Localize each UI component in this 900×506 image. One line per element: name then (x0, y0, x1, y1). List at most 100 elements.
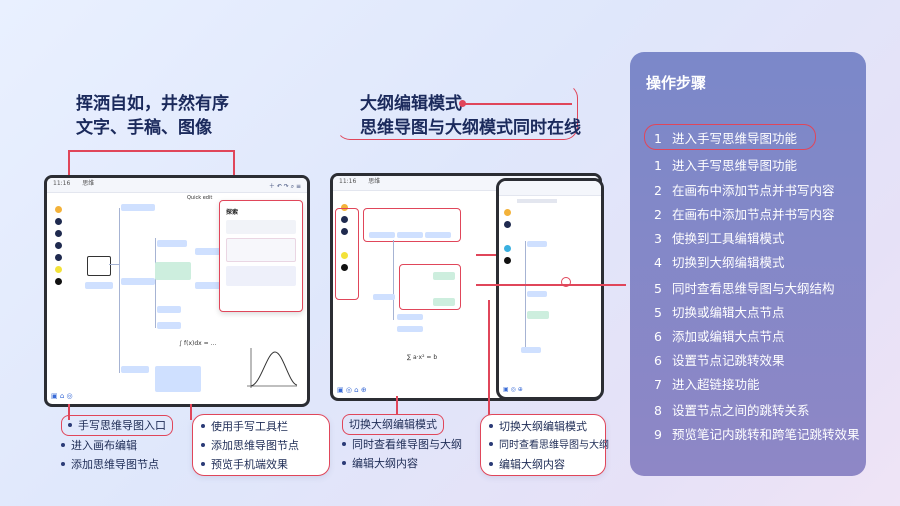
step-item[interactable]: 4 切换到大纲编辑模式 (654, 252, 785, 271)
shape-icon[interactable] (55, 230, 62, 237)
mindmap-node[interactable] (425, 232, 451, 238)
phone-status-bar (499, 181, 601, 196)
jump-marker-icon[interactable] (561, 277, 571, 287)
mindmap-node[interactable] (157, 240, 187, 247)
step-text: 设置节点记跳转效果 (672, 353, 785, 368)
lasso-icon[interactable] (55, 254, 62, 261)
color-yellow-icon[interactable] (341, 252, 348, 259)
step-number: 3 (654, 231, 662, 246)
step-item[interactable]: 6 设置节点记跳转效果 (654, 350, 785, 369)
callout-3-item-1: 切换大纲编辑模式 (349, 418, 437, 431)
pen-icon[interactable] (341, 204, 348, 211)
step-number: 8 (654, 403, 662, 418)
right-heading: 大纲编辑模式 思维导图与大纲模式同时在线 (360, 92, 581, 140)
tablet2-pen-toolbar[interactable] (339, 204, 351, 304)
bottom-toolbar[interactable]: ▣ ⌂ ◎ (51, 392, 73, 400)
mindmap-node[interactable] (397, 314, 423, 320)
mindmap-node[interactable] (527, 241, 547, 247)
step-number: 2 (654, 183, 662, 198)
eraser-icon[interactable] (341, 228, 348, 235)
left-heading: 挥洒自如，井然有序 文字、手稿、图像 (76, 92, 229, 140)
popup-title: 探索 (226, 209, 239, 216)
step-text: 在画布中添加节点并书写内容 (672, 207, 835, 222)
callout-1-item-2: 进入画布编辑 (71, 439, 137, 452)
tablet1-pen-toolbar[interactable] (53, 206, 65, 376)
tool-highlight (335, 208, 359, 300)
tablet2-time: 11:16 (339, 178, 357, 185)
popup-field[interactable] (226, 220, 296, 234)
callout-2-item-1: 使用手写工具栏 (211, 420, 288, 433)
pen-icon[interactable] (504, 209, 511, 216)
callout-4-item-3: 编辑大纲内容 (499, 458, 565, 471)
callout-4-item-1: 切换大纲编辑模式 (499, 420, 587, 433)
marker-icon[interactable] (341, 216, 348, 223)
mindmap-node[interactable] (369, 232, 395, 238)
mindmap-node[interactable] (121, 278, 155, 285)
step-text: 在画布中添加节点并书写内容 (672, 183, 835, 198)
steps-panel-title: 操作步骤 (646, 74, 707, 92)
mindmap-node[interactable] (397, 326, 423, 332)
mindmap-node-note[interactable] (155, 366, 201, 392)
marker-icon[interactable] (55, 218, 62, 225)
right-heading-frame (336, 84, 578, 140)
mindmap-node-green[interactable] (433, 272, 455, 280)
color-black-icon[interactable] (504, 257, 511, 264)
callout-2-item-2: 添加思维导图节点 (211, 439, 299, 452)
bottom-toolbar[interactable]: ▣ ◎ ⊕ (503, 386, 523, 393)
mindmap-node[interactable] (373, 294, 395, 300)
step-text: 设置节点之间的跳转关系 (672, 403, 810, 418)
step-number: 6 (654, 353, 662, 368)
mindmap-node[interactable] (157, 322, 181, 329)
popup-field[interactable] (226, 266, 296, 286)
tablet2-title: 思维 (368, 178, 381, 185)
marker-icon[interactable] (504, 221, 511, 228)
root-node[interactable] (87, 256, 111, 276)
mindmap-node[interactable] (121, 204, 155, 211)
color-blue-icon[interactable] (504, 245, 511, 252)
color-yellow-icon[interactable] (55, 266, 62, 273)
color-black-icon[interactable] (341, 264, 348, 271)
mindmap-node[interactable] (121, 366, 149, 373)
step-number: 1 (654, 158, 662, 173)
step-item[interactable]: 8 设置节点之间的跳转关系 (654, 400, 810, 419)
color-black-icon[interactable] (55, 278, 62, 285)
tablet1-title: 思维 (82, 180, 95, 187)
mindmap-node[interactable] (195, 248, 221, 255)
step-text: 切换到大纲编辑模式 (672, 255, 785, 270)
step-number: 4 (654, 255, 662, 270)
bottom-toolbar[interactable]: ▣ ◎ ⌂ ⊕ (337, 386, 367, 394)
mindmap-node-green[interactable] (155, 262, 191, 280)
popup-field[interactable] (226, 238, 296, 262)
mindmap-node[interactable] (157, 306, 181, 313)
mindmap-node[interactable] (527, 291, 547, 297)
callout-4-item-2: 同时查看思维导图与大纲 (499, 440, 609, 451)
edit-popup[interactable]: 探索 (219, 200, 303, 312)
step-item[interactable]: 3 使换到工具编辑模式 (654, 228, 785, 247)
left-heading-line2: 文字、手稿、图像 (76, 118, 212, 138)
phone-toolbar[interactable] (503, 209, 513, 299)
mindmap-node[interactable] (521, 347, 541, 353)
mindmap-node[interactable] (397, 232, 423, 238)
function-graph (247, 348, 298, 388)
step-item[interactable]: 2 在画布中添加节点并书写内容 (654, 180, 835, 199)
callout-group-1: 手写思维导图入口 进入画布编辑 添加思维导图节点 (52, 414, 174, 476)
mindmap-node-green[interactable] (527, 311, 549, 319)
mindmap-node-green[interactable] (433, 298, 455, 306)
callout-1-item-3: 添加思维导图节点 (71, 458, 159, 471)
mindmap-node[interactable] (195, 282, 221, 289)
eraser-icon[interactable] (55, 242, 62, 249)
tablet1-toolbar-icons[interactable]: ＋ ↶ ↷ ⌕ ≡ (268, 183, 301, 190)
callout-2-item-3: 预览手机端效果 (211, 458, 288, 471)
step-text: 使换到工具编辑模式 (672, 231, 785, 246)
pen-icon[interactable] (55, 206, 62, 213)
callout-group-4: 切换大纲编辑模式 同时查看思维导图与大纲 编辑大纲内容 (480, 414, 609, 476)
mindmap-node[interactable] (85, 282, 113, 289)
